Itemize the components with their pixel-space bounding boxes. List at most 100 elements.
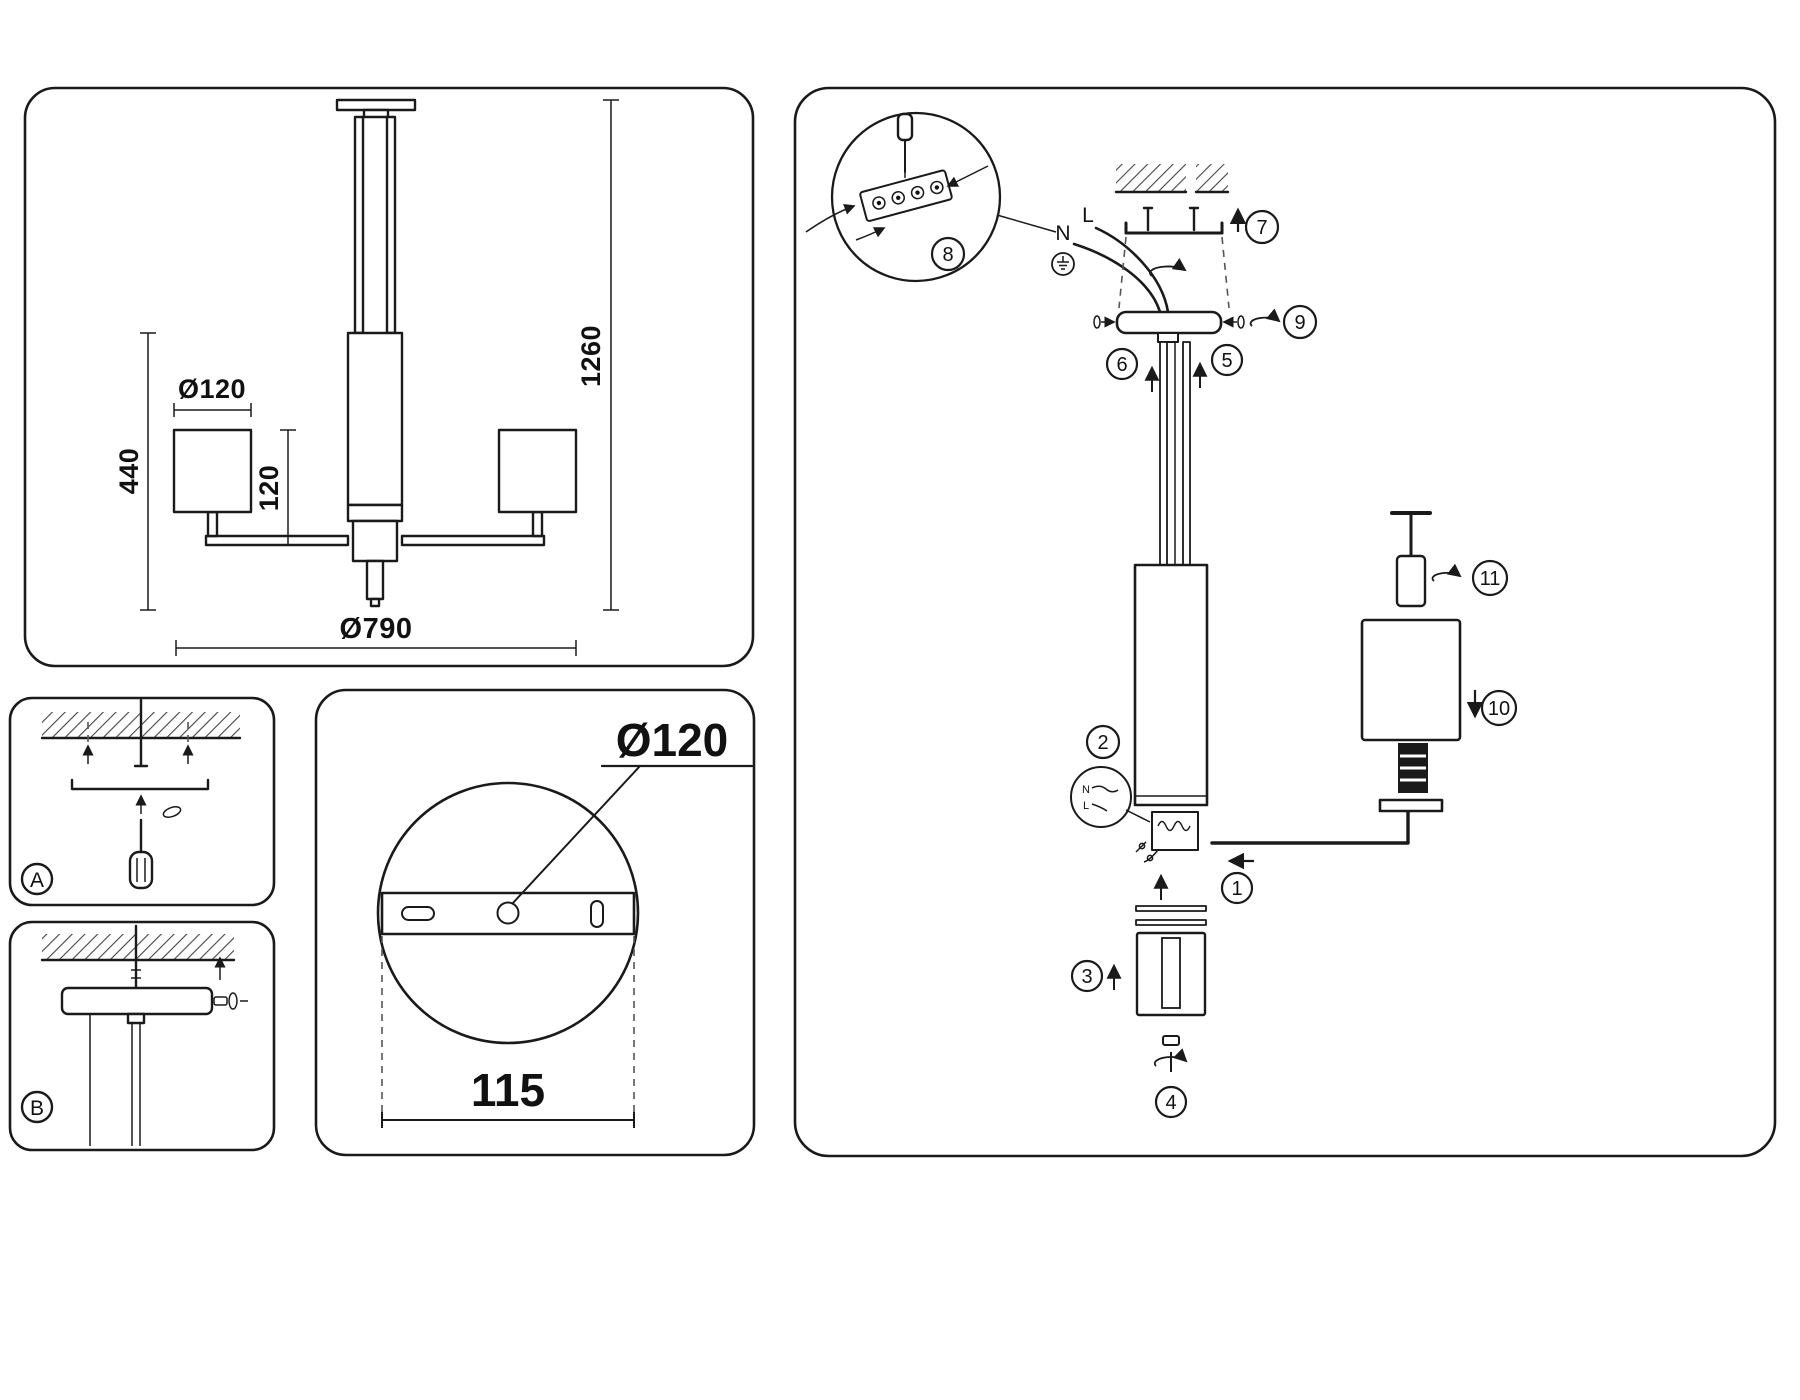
bubble-leader-line [996,214,1057,233]
step-3-label: 3 [1081,966,1092,988]
step-a-panel: A [8,696,276,907]
body-upper [346,331,404,507]
side-screw [213,992,248,1010]
dim-shade-diameter: Ø120 [173,374,252,417]
finial-part [1162,1035,1180,1046]
rotate-arrow-bulb [1431,563,1462,582]
dim-shade-height-label: 120 [254,465,284,512]
step-4-label: 4 [1165,1092,1176,1114]
mount-spacing-label: 115 [471,1064,545,1116]
dim-shade-diameter-label: Ø120 [178,374,246,404]
body-stem [365,559,385,601]
trim-ring-2 [1135,919,1207,926]
central-body [1133,563,1209,807]
dim-fixture-drop-label: 440 [114,448,144,495]
body-nub [369,597,381,608]
shade-stem-right [531,510,544,538]
rotate-arrow-finial [1153,1048,1188,1067]
step-10-label: 10 [1488,698,1510,720]
step-10-badge [1480,689,1518,727]
ground-symbol [1051,252,1075,276]
canopy-b [60,986,214,1016]
rod-left [353,115,365,335]
shade-stem-left [206,510,219,538]
dimension-panel: Ø120 440 120 1260 [23,86,755,668]
wire-l-label: L [1082,204,1094,227]
step-6-badge [1105,347,1139,381]
step-7-label: 7 [1256,217,1267,239]
ceiling-bracket [1118,206,1230,309]
step-5-badge [1210,343,1244,377]
detail-l-label: L [1083,800,1089,812]
rod-right [385,115,397,335]
wire-n-label: N [1055,222,1070,245]
step-b-label: B [30,1097,44,1120]
step-1-badge [1220,871,1254,905]
wire-into-block-left [805,203,856,233]
plate-slot-right [590,900,604,928]
cap-collar [362,108,390,119]
step-7-badge [1244,209,1280,245]
step-5-label: 5 [1221,350,1232,372]
bulb-assembly [1390,511,1432,608]
step-4-badge [1154,1085,1188,1119]
lamp-arm [1210,810,1410,845]
suspension-rods [1159,341,1191,566]
step-b-badge [20,1090,54,1124]
step-11-badge [1471,559,1509,597]
body-band [346,503,404,523]
plate-center-hole [496,901,520,925]
step-8-label: 8 [942,244,953,266]
wiring-detail-bubble: N L [1070,766,1151,828]
step-2-label: 2 [1097,732,1108,754]
dim-overall-height: 1260 [576,99,619,611]
terminal-detail-bubble [805,111,1057,283]
step-9-label: 9 [1294,312,1305,334]
ceiling-hatch-b [42,934,234,960]
assembly-panel-border [793,86,1777,1158]
connector-block [1135,811,1199,863]
step-6-label: 6 [1116,354,1127,376]
wire-into-block-right [946,165,989,187]
dim-mount-spacing: 115 [381,1064,635,1128]
shade-left [172,428,253,514]
plate-circle [376,781,640,1045]
assembly-panel: 8 N L [793,86,1777,1158]
step-1-label: 1 [1231,878,1242,900]
screwdriver-icon [128,818,154,890]
dim-fixture-drop: 440 [114,332,156,611]
step-b-panel: B [8,920,276,1152]
step-2-badge [1085,724,1121,760]
dimension-lines: Ø120 440 120 1260 [114,99,619,656]
step-11-label: 11 [1480,568,1501,590]
ceiling-hatch-assembly [1114,164,1230,194]
plate-diameter-label: Ø120 [616,714,729,766]
dim-overall-diameter-label: Ø790 [340,613,413,645]
canopy-assembly [1093,310,1245,343]
detail-n-label: N [1082,784,1090,796]
wiring-leader-line [1125,809,1151,823]
body-lower [351,519,399,563]
step-3-badge [1070,959,1104,993]
side-shade [1360,618,1462,742]
screwdriver-small-icon [896,112,914,178]
step-a-badge [20,862,54,896]
plate-leader-line [511,765,641,905]
shade-right [497,428,578,514]
lamp-socket [1398,743,1428,793]
ceiling-cap [335,98,417,112]
canopy-hub [126,1012,146,1025]
dim-overall-height-label: 1260 [576,325,606,387]
rotate-arrow-canopy [1249,308,1281,327]
wire-arrow-bottom [855,227,886,241]
chandelier-drawing [172,98,578,608]
dim-shade-height: 120 [254,429,296,546]
supply-wire-n [1072,242,1162,314]
arm-left [204,534,350,547]
plate-slot-left [401,906,435,921]
step-9-badge [1282,304,1318,340]
mounting-plate-panel: Ø120 115 [314,688,756,1157]
lower-shade [1135,931,1207,1017]
